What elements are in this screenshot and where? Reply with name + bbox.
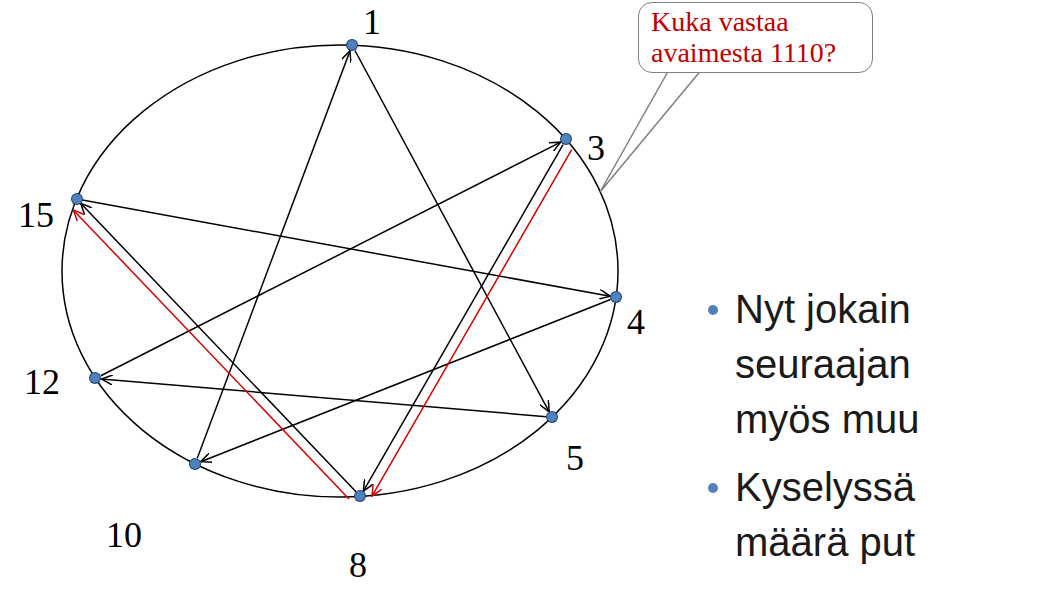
- peer-node: 5: [547, 412, 557, 422]
- bullet-dot: [708, 305, 718, 315]
- node-number: 1: [363, 7, 381, 37]
- peer-node: 10: [190, 459, 200, 469]
- node-number: 12: [24, 367, 60, 397]
- node-number: 3: [587, 133, 605, 163]
- node-number: 4: [627, 307, 645, 337]
- peer-node: 15: [72, 194, 82, 204]
- node-number: 5: [566, 443, 584, 473]
- finger-arrow: [197, 51, 350, 458]
- finger-arrow: [363, 145, 563, 492]
- peer-node: 4: [611, 292, 621, 302]
- callout-tail: [600, 72, 700, 193]
- peer-node: 3: [561, 134, 571, 144]
- bullet-text: Kyselyssä määrä put: [735, 460, 1010, 570]
- node-number: 10: [106, 520, 142, 550]
- peer-node: 1: [347, 40, 357, 50]
- node-number: 8: [349, 550, 367, 580]
- chord-ring: [62, 45, 618, 497]
- bullet-dot: [708, 483, 718, 493]
- finger-arrow: [101, 142, 561, 376]
- finger-arrow: [101, 379, 546, 417]
- query-arrow: [372, 150, 572, 497]
- query-arrow: [73, 210, 349, 499]
- node-number: 15: [18, 200, 54, 230]
- finger-arrow: [81, 203, 357, 492]
- bullet-text: Nyt jokain seuraajan myös muu: [735, 282, 1010, 447]
- callout-box: Kuka vastaa avaimesta 1110?: [638, 2, 873, 73]
- finger-arrow: [82, 200, 610, 296]
- peer-node: 8: [355, 491, 365, 501]
- peer-node: 12: [90, 373, 100, 383]
- callout-text: Kuka vastaa avaimesta 1110?: [651, 6, 862, 68]
